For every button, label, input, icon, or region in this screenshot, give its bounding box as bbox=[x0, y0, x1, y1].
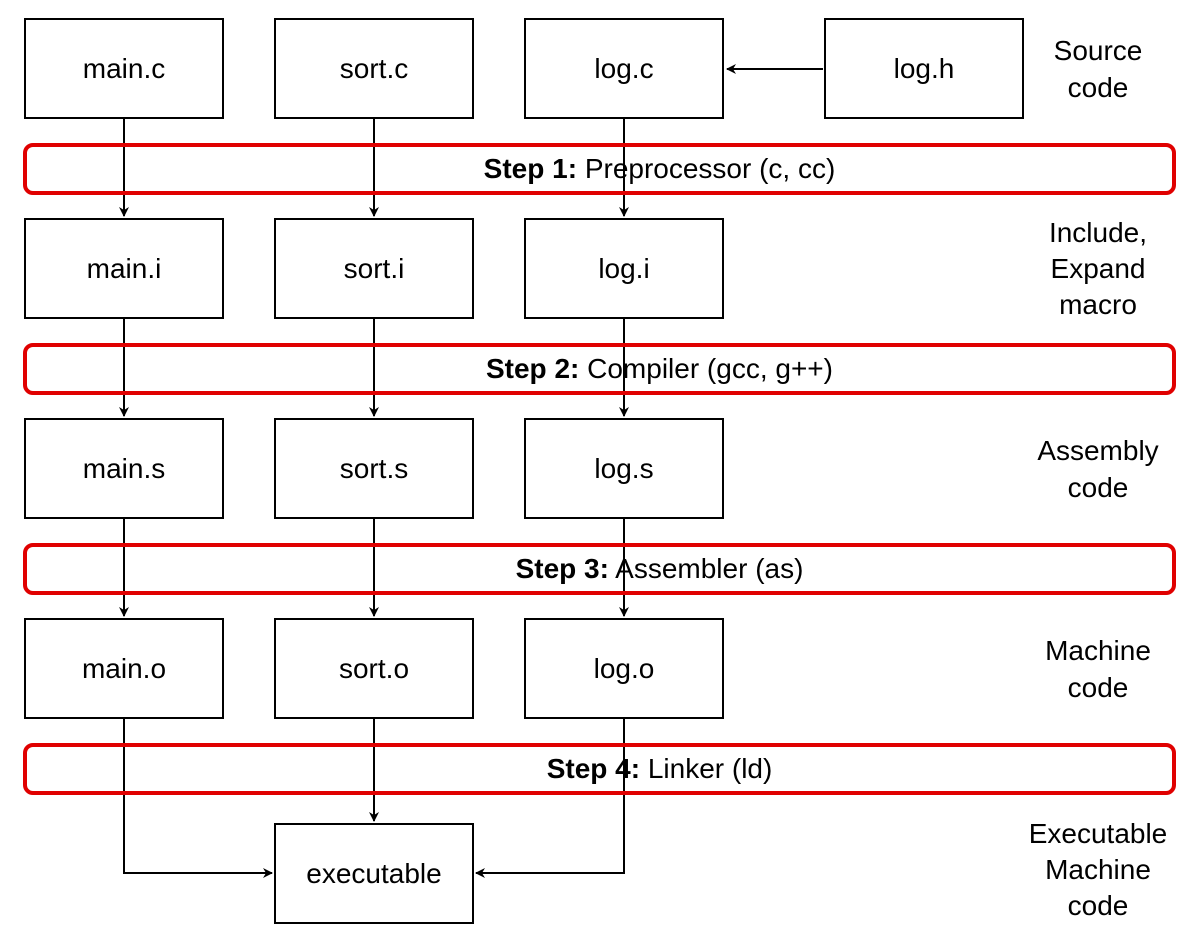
step-4-linker: Step 4: Linker (ld) bbox=[23, 743, 1176, 795]
file-log-i: log.i bbox=[524, 218, 724, 319]
label-line: Source bbox=[1053, 35, 1143, 66]
arrow-maino-to-executable bbox=[123, 719, 273, 878]
label-line: code bbox=[1067, 72, 1129, 103]
file-log-c: log.c bbox=[524, 18, 724, 119]
file-sort-s: sort.s bbox=[274, 418, 474, 519]
file-sort-o: sort.o bbox=[274, 618, 474, 719]
step-2-label: Step 2: bbox=[485, 353, 580, 384]
file-log-s: log.s bbox=[524, 418, 724, 519]
label-executable-machine-code: Executable Machine code bbox=[1013, 816, 1183, 924]
label-machine-code: Machine code bbox=[1013, 632, 1183, 706]
file-main-i: main.i bbox=[24, 218, 224, 319]
step-1-preprocessor: Step 1: Preprocessor (c, cc) bbox=[23, 143, 1176, 195]
label-include-expand-macro: Include, Expand macro bbox=[1013, 215, 1183, 323]
label-line: Machine bbox=[1045, 854, 1151, 885]
label-line: Machine bbox=[1045, 635, 1151, 666]
step-1-label: Step 1: bbox=[483, 153, 578, 184]
step-2-tool: Compiler (gcc, g++) bbox=[587, 353, 833, 384]
label-line: code bbox=[1067, 890, 1129, 921]
step-3-tool: Assembler (as) bbox=[615, 553, 804, 584]
step-4-tool: Linker (ld) bbox=[647, 753, 773, 784]
file-sort-i: sort.i bbox=[274, 218, 474, 319]
label-line: code bbox=[1067, 672, 1129, 703]
label-source-code: Source code bbox=[1013, 32, 1183, 106]
file-main-o: main.o bbox=[24, 618, 224, 719]
step-4-label: Step 4: bbox=[546, 753, 641, 784]
label-line: Executable bbox=[1028, 818, 1168, 849]
file-executable: executable bbox=[274, 823, 474, 924]
step-2-compiler: Step 2: Compiler (gcc, g++) bbox=[23, 343, 1176, 395]
step-1-tool: Preprocessor (c, cc) bbox=[584, 153, 836, 184]
label-line: Include, bbox=[1048, 217, 1148, 248]
step-3-assembler: Step 3: Assembler (as) bbox=[23, 543, 1176, 595]
step-3-label: Step 3: bbox=[515, 553, 609, 584]
file-log-h: log.h bbox=[824, 18, 1024, 119]
file-sort-c: sort.c bbox=[274, 18, 474, 119]
label-line: Expand bbox=[1050, 253, 1146, 284]
label-line: code bbox=[1067, 472, 1129, 503]
label-line: Assembly bbox=[1037, 435, 1159, 466]
file-main-s: main.s bbox=[24, 418, 224, 519]
file-log-o: log.o bbox=[524, 618, 724, 719]
file-main-c: main.c bbox=[24, 18, 224, 119]
arrow-logo-to-executable bbox=[475, 719, 625, 878]
label-line: macro bbox=[1059, 289, 1137, 320]
label-assembly-code: Assembly code bbox=[1013, 432, 1183, 506]
